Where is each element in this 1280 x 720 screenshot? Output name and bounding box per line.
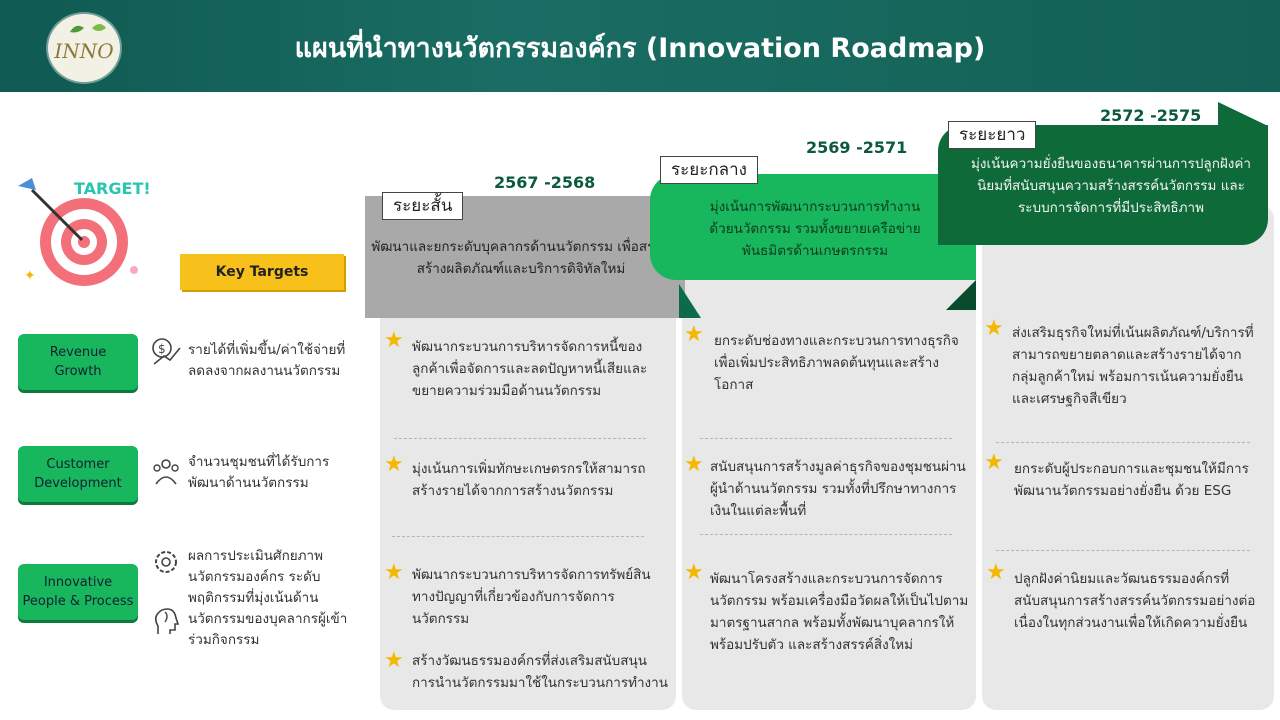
star-icon: ★ — [986, 560, 1006, 585]
community-icon — [150, 454, 182, 492]
target-revenue-text: รายได้ที่เพิ่มขึ้น/ค่าใช้จ่ายที่ลดลงจากผ… — [188, 342, 346, 379]
short-term-summary: พัฒนาและยกระดับบุคลากรด้านนวัตกรรม เพื่อ… — [371, 239, 671, 277]
target-people-text: ผลการประเมินศักยภาพนวัตกรรมองค์กร ระดับพ… — [188, 548, 348, 648]
long-term-fold — [1218, 102, 1268, 126]
short-term-item-1: พัฒนากระบวนการบริหารจัดการหนี้ของลูกค้าเ… — [412, 339, 648, 399]
target-innovative-people-process: Innovative People & Process — [18, 564, 138, 620]
short-term-tag: ระยะสั้น — [382, 192, 464, 220]
star-icon: ★ — [384, 328, 404, 353]
divider — [700, 534, 952, 535]
long-term-tag: ระยะยาว — [948, 121, 1037, 149]
target-customer-text: จำนวนชุมชนที่ได้รับการพัฒนาด้านนวัตกรรม — [188, 454, 330, 491]
gear-people-icon — [150, 546, 182, 584]
divider — [394, 438, 646, 439]
long-term-item-2: ยกระดับผู้ประกอบการและชุมชนให้มีการพัฒนา… — [1014, 461, 1249, 499]
star-icon: ★ — [984, 450, 1004, 475]
logo: INNO — [48, 14, 120, 82]
long-term-years: 2572 -2575 — [1100, 106, 1202, 125]
svg-text:TARGET!: TARGET! — [74, 179, 151, 198]
star-icon: ★ — [984, 316, 1004, 341]
medium-term-fold — [946, 280, 976, 310]
target-revenue-growth: Revenue Growth — [18, 334, 138, 390]
long-term-summary: มุ่งเน้นความยั่งยืนของธนาคารผ่านการปลูกฝ… — [971, 156, 1251, 216]
medium-term-years: 2569 -2571 — [806, 138, 908, 157]
long-term-panel — [982, 205, 1274, 710]
svg-text:$: $ — [158, 342, 166, 356]
medium-term-item-2: สนับสนุนการสร้างมูลค่าธุรกิจของชุมชนผ่าน… — [710, 459, 966, 519]
page-title: แผนที่นำทางนวัตกรรมองค์กร (Innovation Ro… — [294, 33, 986, 64]
target-illustration: ✦ TARGET! — [12, 170, 152, 290]
medium-term-header: มุ่งเน้นการพัฒนากระบวนการทำงานด้วยนวัตกร… — [650, 174, 976, 310]
money-growth-icon: $ — [150, 336, 182, 374]
star-icon: ★ — [684, 452, 704, 477]
short-term-item-2: มุ่งเน้นการเพิ่มทักษะเกษตรกรให้สามารถสร้… — [412, 461, 646, 499]
idea-head-icon — [150, 604, 182, 644]
star-icon: ★ — [384, 452, 404, 477]
medium-term-item-1: ยกระดับช่องทางและกระบวนการทางธุรกิจเพื่อ… — [714, 333, 959, 393]
short-term-item-3: พัฒนากระบวนการบริหารจัดการทรัพย์สินทางปั… — [412, 567, 651, 627]
key-targets-label: Key Targets — [180, 254, 344, 290]
star-icon: ★ — [684, 322, 704, 347]
short-term-years: 2567 -2568 — [494, 173, 596, 192]
divider — [700, 438, 952, 439]
target-icon: ✦ TARGET! — [18, 178, 151, 286]
medium-term-panel — [682, 225, 976, 710]
svg-text:INNO: INNO — [53, 39, 113, 63]
medium-term-summary: มุ่งเน้นการพัฒนากระบวนการทำงานด้วยนวัตกร… — [709, 199, 921, 259]
star-icon: ★ — [384, 560, 404, 585]
star-icon: ★ — [684, 560, 704, 585]
short-term-item-4: สร้างวัฒนธรรมองค์กรที่ส่งเสริมสนับสนุนกา… — [412, 653, 668, 691]
title-bar — [0, 0, 1280, 92]
divider — [996, 550, 1250, 551]
medium-term-tag: ระยะกลาง — [660, 156, 758, 184]
long-term-item-3: ปลูกฝังค่านิยมและวัฒนธรรมองค์กรที่สนับสน… — [1014, 571, 1256, 631]
divider — [996, 442, 1250, 443]
medium-term-item-3: พัฒนาโครงสร้างและกระบวนการจัดการนวัตกรรม… — [710, 571, 969, 653]
long-term-item-1: ส่งเสริมธุรกิจใหม่ที่เน้นผลิตภัณฑ์/บริกา… — [1012, 325, 1254, 407]
star-icon: ★ — [384, 648, 404, 673]
divider — [392, 536, 644, 537]
svg-text:✦: ✦ — [24, 268, 36, 284]
target-customer-development: Customer Development — [18, 446, 138, 502]
short-term-fold — [679, 284, 701, 318]
